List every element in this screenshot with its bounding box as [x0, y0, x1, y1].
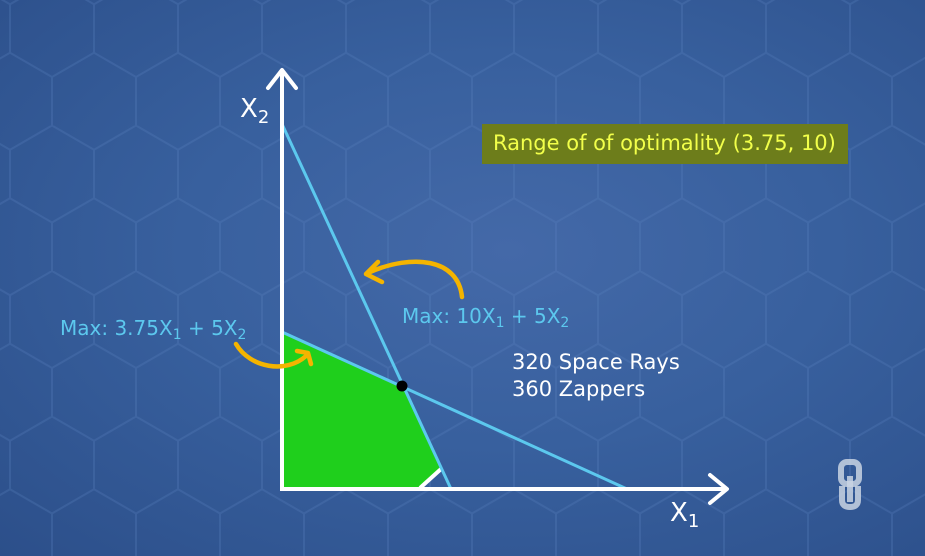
objective-steep-sub1: 1 — [495, 315, 505, 331]
solution-line-1: 320 Space Rays — [512, 350, 680, 374]
rotation-arrow-lower-head — [294, 348, 314, 367]
y-axis-label: X2 — [240, 96, 269, 127]
x-axis-label-subscript: 1 — [687, 511, 700, 532]
feasible-region — [282, 332, 441, 487]
constraint-line-flat — [281, 330, 628, 491]
x-axis-label-text: X — [670, 498, 688, 528]
objective-label-flat: Max: 3.75X1 + 5X2 — [60, 318, 246, 342]
objective-flat-sub1: 1 — [172, 327, 182, 343]
objective-steep-sub2: 2 — [560, 315, 570, 331]
objective-label-steep: Max: 10X1 + 5X2 — [402, 306, 569, 330]
objective-flat-prefix: Max: 3.75X — [60, 316, 173, 340]
y-axis-label-subscript: 2 — [257, 107, 270, 128]
x-axis-arrowhead — [708, 473, 729, 505]
rotation-arrow-upper — [367, 259, 465, 300]
rotation-arrow-lower — [233, 341, 309, 369]
range-of-optimality-highlight: Range of of optimality (3.75, 10) — [482, 124, 848, 164]
objective-flat-mid: + 5X — [181, 316, 238, 340]
constraint-line-steep — [280, 123, 453, 490]
optimal-point — [396, 380, 408, 392]
x-axis-label: X1 — [670, 500, 699, 531]
feasible-corner-mark — [418, 467, 443, 490]
y-axis-arrowhead — [266, 68, 298, 90]
range-of-optimality-text: Range of of optimality (3.75, 10) — [493, 131, 836, 155]
rotation-arrow-upper-head — [363, 259, 385, 285]
ou-logo — [838, 459, 862, 511]
objective-flat-sub2: 2 — [237, 327, 247, 343]
solution-line-2: 360 Zappers — [512, 377, 646, 401]
objective-steep-mid: + 5X — [504, 304, 561, 328]
y-axis-label-text: X — [240, 94, 258, 124]
objective-steep-prefix: Max: 10X — [402, 304, 496, 328]
